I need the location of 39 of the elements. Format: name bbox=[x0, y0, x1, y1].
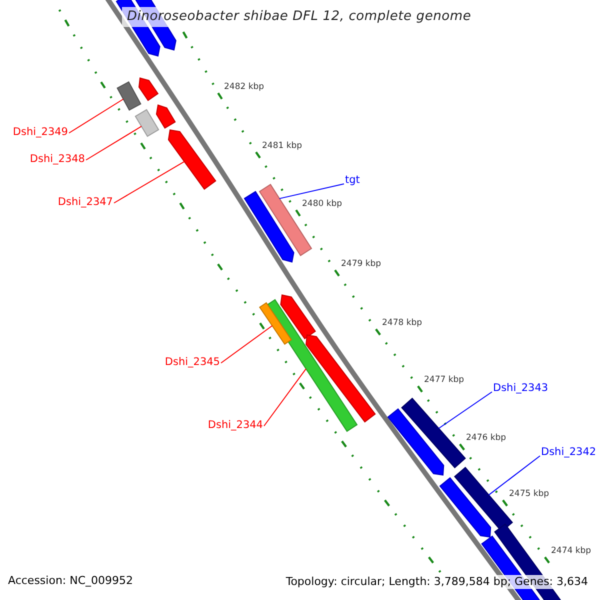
leader-line bbox=[220, 325, 273, 364]
gene-feature bbox=[439, 477, 492, 538]
gene-label: Dshi_2344 bbox=[208, 420, 263, 432]
gene-feature bbox=[116, 81, 142, 111]
gene-label: Dshi_2345 bbox=[164, 357, 220, 369]
scale-label: 2477 kbp bbox=[424, 376, 464, 386]
leader-line bbox=[488, 455, 540, 496]
scale-label: 2474 kbp bbox=[551, 547, 592, 556]
leader-line bbox=[114, 161, 185, 204]
leader-line bbox=[86, 126, 142, 160]
scale-label: 2479 kbp bbox=[341, 260, 382, 270]
gene-feature bbox=[306, 334, 376, 423]
scale-label: 2482 kbp bbox=[224, 83, 264, 92]
gene-label: Dshi_2349 bbox=[12, 127, 68, 139]
leader-line bbox=[264, 368, 306, 426]
accession-text: Accession: NC_009952 bbox=[8, 575, 134, 588]
gene-feature bbox=[134, 108, 160, 138]
gene-feature bbox=[168, 129, 216, 190]
genome-info-text: Topology: circular; Length: 3,789,584 bp; Genes: 3,634 bbox=[284, 575, 590, 590]
gene-feature bbox=[138, 77, 159, 102]
scale-label: 2480 kbp bbox=[302, 200, 342, 210]
scale-label: 2481 kbp bbox=[262, 142, 302, 152]
gene-label: Dshi_2342 bbox=[541, 447, 596, 459]
gene-label: tgt bbox=[345, 175, 360, 187]
gene-label: Dshi_2348 bbox=[30, 154, 85, 166]
gene-feature bbox=[156, 104, 176, 129]
scale-label: 2475 kbp bbox=[509, 490, 550, 500]
gene-feature bbox=[387, 408, 444, 476]
leader-line bbox=[438, 391, 492, 429]
gene-feature bbox=[259, 302, 292, 345]
scale-label: 2476 kbp bbox=[466, 434, 506, 444]
gene-feature bbox=[401, 398, 466, 468]
leader-line bbox=[68, 98, 124, 134]
gene-feature bbox=[280, 294, 316, 340]
gene-feature bbox=[244, 190, 294, 263]
scale-label: 2478 kbp bbox=[382, 319, 422, 328]
gene-label: Dshi_2347 bbox=[58, 197, 113, 209]
leader-line bbox=[279, 183, 344, 200]
gene-label: Dshi_2343 bbox=[493, 383, 548, 395]
